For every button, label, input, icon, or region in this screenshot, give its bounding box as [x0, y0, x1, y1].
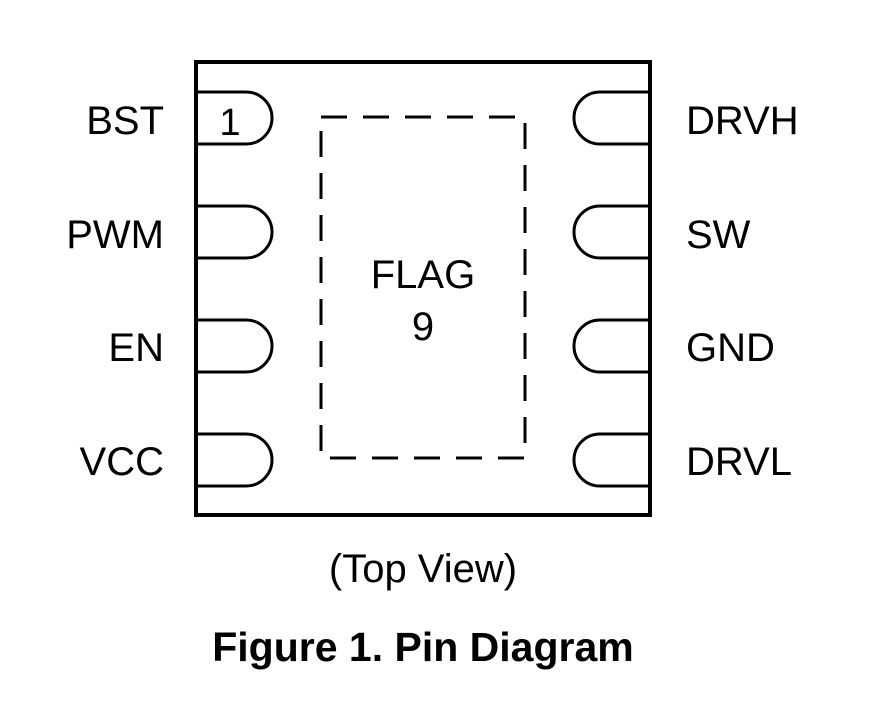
view-caption: (Top View)	[329, 547, 517, 591]
right-pin-label-gnd: GND	[686, 326, 775, 370]
pin-pad-6	[572, 318, 650, 374]
right-pin-pads	[572, 90, 650, 488]
pin-pad-4	[196, 432, 274, 488]
right-pin-label-drvl: DRVL	[686, 440, 792, 484]
pin-pad-5	[572, 432, 650, 488]
figure-title: Figure 1. Pin Diagram	[212, 624, 634, 670]
right-pin-label-drvh: DRVH	[686, 99, 799, 143]
pin-pad-8	[572, 90, 650, 146]
pin-pad-1	[196, 90, 274, 146]
pin-pad-7	[572, 204, 650, 260]
flag-number: 9	[412, 305, 434, 349]
left-pin-label-vcc: VCC	[80, 440, 164, 484]
left-pin-label-en: EN	[108, 326, 164, 370]
flag-pad-outline	[319, 115, 527, 460]
flag-name: FLAG	[371, 253, 475, 297]
pin-pad-2	[196, 204, 274, 260]
left-pin-pads	[196, 90, 274, 488]
left-pin-label-bst: BST	[86, 99, 164, 143]
pin-pad-3	[196, 318, 274, 374]
package-outline	[194, 60, 652, 517]
left-pin-label-pwm: PWM	[66, 213, 164, 257]
pin1-marker: 1	[219, 102, 240, 144]
right-pin-label-sw: SW	[686, 213, 751, 257]
